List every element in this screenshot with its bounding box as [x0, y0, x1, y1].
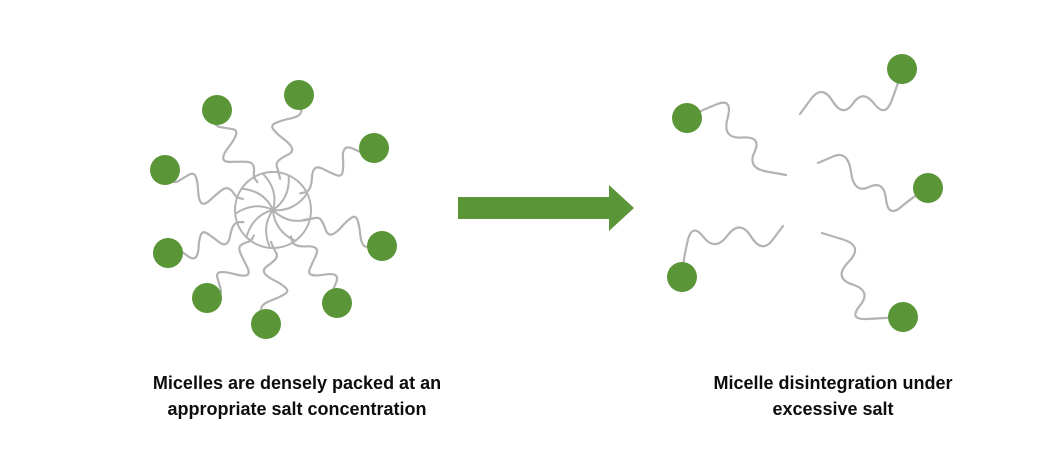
polymer-tail	[214, 108, 259, 184]
micelle-core-spoke	[261, 172, 276, 211]
micelle-core-spoke	[245, 209, 274, 238]
caption-disintegration-line2: excessive salt	[772, 399, 894, 419]
micelle-head	[667, 262, 697, 292]
micelle-head	[913, 173, 943, 203]
micelle-core-spoke	[265, 209, 274, 249]
micelle-head	[888, 302, 918, 332]
micelle-head	[192, 283, 222, 313]
micelle-head	[284, 80, 314, 110]
polymer-tail	[299, 146, 377, 195]
caption-packed-micelles: Micelles are densely packed at an approp…	[97, 370, 497, 422]
polymer-tail	[680, 224, 785, 279]
caption-packed-line1: Micelles are densely packed at an	[152, 373, 442, 393]
micelle-head	[150, 155, 180, 185]
micelle-head	[887, 54, 917, 84]
micelle-head	[202, 95, 232, 125]
polymer-tail	[163, 168, 245, 205]
micelle-head	[359, 133, 389, 163]
micelle-head	[672, 103, 702, 133]
micelle-head	[322, 288, 352, 318]
caption-packed-line2: appropriate salt concentration	[167, 399, 427, 419]
micelle-core	[234, 171, 312, 249]
polymer-tail	[302, 215, 384, 249]
micelle-core-spoke	[272, 209, 296, 242]
micelle-head	[251, 309, 281, 339]
micelle-head	[367, 231, 397, 261]
polymer-tail	[820, 231, 905, 321]
micelle-head	[153, 238, 183, 268]
micelle-packed-diagram	[150, 80, 397, 339]
polymer-tail	[206, 234, 255, 300]
polymer-tail	[260, 240, 289, 326]
polymer-tail	[816, 153, 930, 213]
micelle-core-spoke	[272, 175, 290, 211]
polymer-tail	[271, 93, 303, 180]
caption-disintegration: Micelle disintegration under excessive s…	[633, 370, 1033, 422]
arrow-icon	[458, 185, 634, 231]
polymer-tail	[798, 67, 904, 116]
caption-disintegration-line1: Micelle disintegration under	[713, 373, 953, 393]
polymer-tail	[166, 221, 245, 260]
polymer-tail	[290, 235, 339, 306]
micelle-disintegrated-diagram	[667, 54, 943, 332]
micelle-core-spoke	[272, 209, 311, 222]
micelle-core-spoke	[272, 192, 309, 212]
polymer-tail	[685, 101, 788, 177]
micelle-core-spoke	[241, 187, 274, 211]
micelle-core-spoke	[234, 205, 274, 215]
